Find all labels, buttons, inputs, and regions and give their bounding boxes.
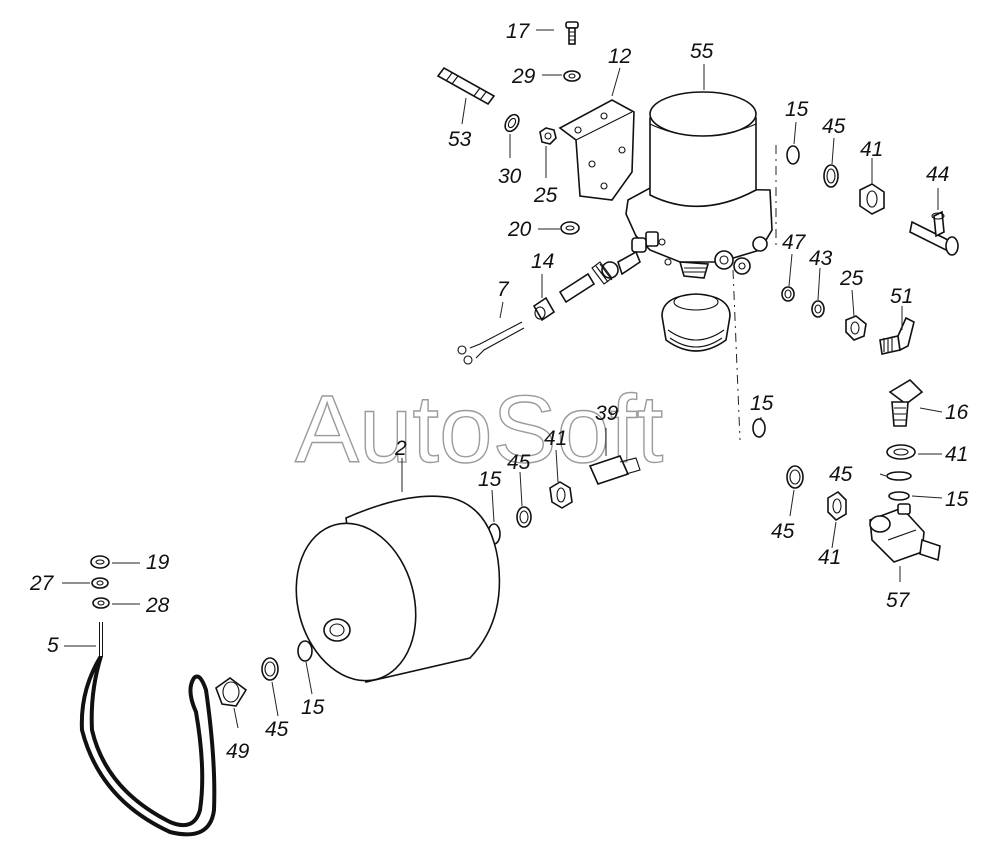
washer-29 xyxy=(563,70,581,82)
label-25-upper: 25 xyxy=(533,184,558,207)
label-15-bottom: 15 xyxy=(301,696,325,719)
seal-45-right xyxy=(886,471,912,481)
label-20: 20 xyxy=(507,218,532,241)
label-17: 17 xyxy=(506,20,531,43)
label-28: 28 xyxy=(145,594,170,617)
tee-fitting-44 xyxy=(909,210,959,256)
label-15-middle: 15 xyxy=(478,468,502,491)
label-45-right: 45 xyxy=(829,463,853,486)
label-5: 5 xyxy=(47,634,59,657)
label-19: 19 xyxy=(146,551,170,574)
drain-plug-49 xyxy=(215,677,248,707)
leader-lines xyxy=(62,29,943,729)
label-39: 39 xyxy=(595,402,619,425)
nut-41-middle xyxy=(549,481,573,509)
label-57: 57 xyxy=(886,589,911,612)
seal-45-mid xyxy=(786,465,804,489)
label-43: 43 xyxy=(809,247,833,270)
nut-25-right xyxy=(845,315,867,341)
fitting-39 xyxy=(588,455,641,485)
tank-2 xyxy=(295,495,501,683)
label-41-upper: 41 xyxy=(860,138,883,161)
washer-27 xyxy=(91,577,109,589)
label-51: 51 xyxy=(890,285,913,308)
ring-15-mid xyxy=(752,418,766,438)
label-41-mid: 41 xyxy=(818,546,841,569)
elbow-16 xyxy=(888,378,924,427)
valve-57 xyxy=(869,503,941,563)
wire-7 xyxy=(457,321,525,365)
nut-25-upper xyxy=(539,127,557,145)
ring-15-bottom xyxy=(297,640,313,662)
label-29: 29 xyxy=(511,65,536,88)
label-7: 7 xyxy=(497,278,510,301)
centerline-lower xyxy=(732,269,741,441)
nut-20 xyxy=(560,221,580,235)
label-41-right: 41 xyxy=(945,443,968,466)
stud-53 xyxy=(436,66,496,106)
label-45-mid: 45 xyxy=(771,520,795,543)
label-41-middle: 41 xyxy=(544,427,567,450)
label-2: 2 xyxy=(394,437,407,460)
label-55: 55 xyxy=(690,40,714,63)
seal-45-upper xyxy=(823,164,839,188)
heater-connector xyxy=(558,261,613,304)
seal-45-bottom xyxy=(261,657,279,681)
label-15-upper: 15 xyxy=(785,98,809,121)
nut-19 xyxy=(90,555,110,569)
label-15-right: 15 xyxy=(945,488,969,511)
air-dryer-55 xyxy=(601,91,773,279)
label-44: 44 xyxy=(926,163,949,186)
washer-30 xyxy=(504,113,520,133)
nut-41-upper xyxy=(859,183,885,215)
ring-15-right xyxy=(888,491,910,501)
bracket-12 xyxy=(558,99,635,201)
bolt-17 xyxy=(565,21,579,45)
label-47: 47 xyxy=(782,231,807,254)
label-16: 16 xyxy=(945,401,969,424)
seal-45-middle xyxy=(516,506,532,528)
label-45-upper: 45 xyxy=(822,115,846,138)
cap-14 xyxy=(532,296,556,322)
elbow-51 xyxy=(879,316,915,355)
label-25-right: 25 xyxy=(839,267,864,290)
label-14: 14 xyxy=(531,250,554,273)
label-12: 12 xyxy=(608,45,632,68)
label-27: 27 xyxy=(29,572,55,595)
label-30: 30 xyxy=(498,165,522,188)
silencer-cap xyxy=(661,293,731,352)
label-45-middle: 45 xyxy=(507,451,531,474)
washer-28 xyxy=(92,597,110,609)
nut-41-right xyxy=(886,444,916,460)
cable-5 xyxy=(79,622,217,837)
nut-41-mid xyxy=(827,490,847,522)
label-45-bottom: 45 xyxy=(265,718,289,741)
watermark-text: AutoSoft xyxy=(295,376,663,483)
ring-47 xyxy=(781,286,795,302)
ring-15-upper xyxy=(786,145,800,165)
label-53: 53 xyxy=(448,128,472,151)
label-15-mid: 15 xyxy=(750,392,774,415)
label-49: 49 xyxy=(226,740,250,763)
ring-43 xyxy=(811,300,825,318)
